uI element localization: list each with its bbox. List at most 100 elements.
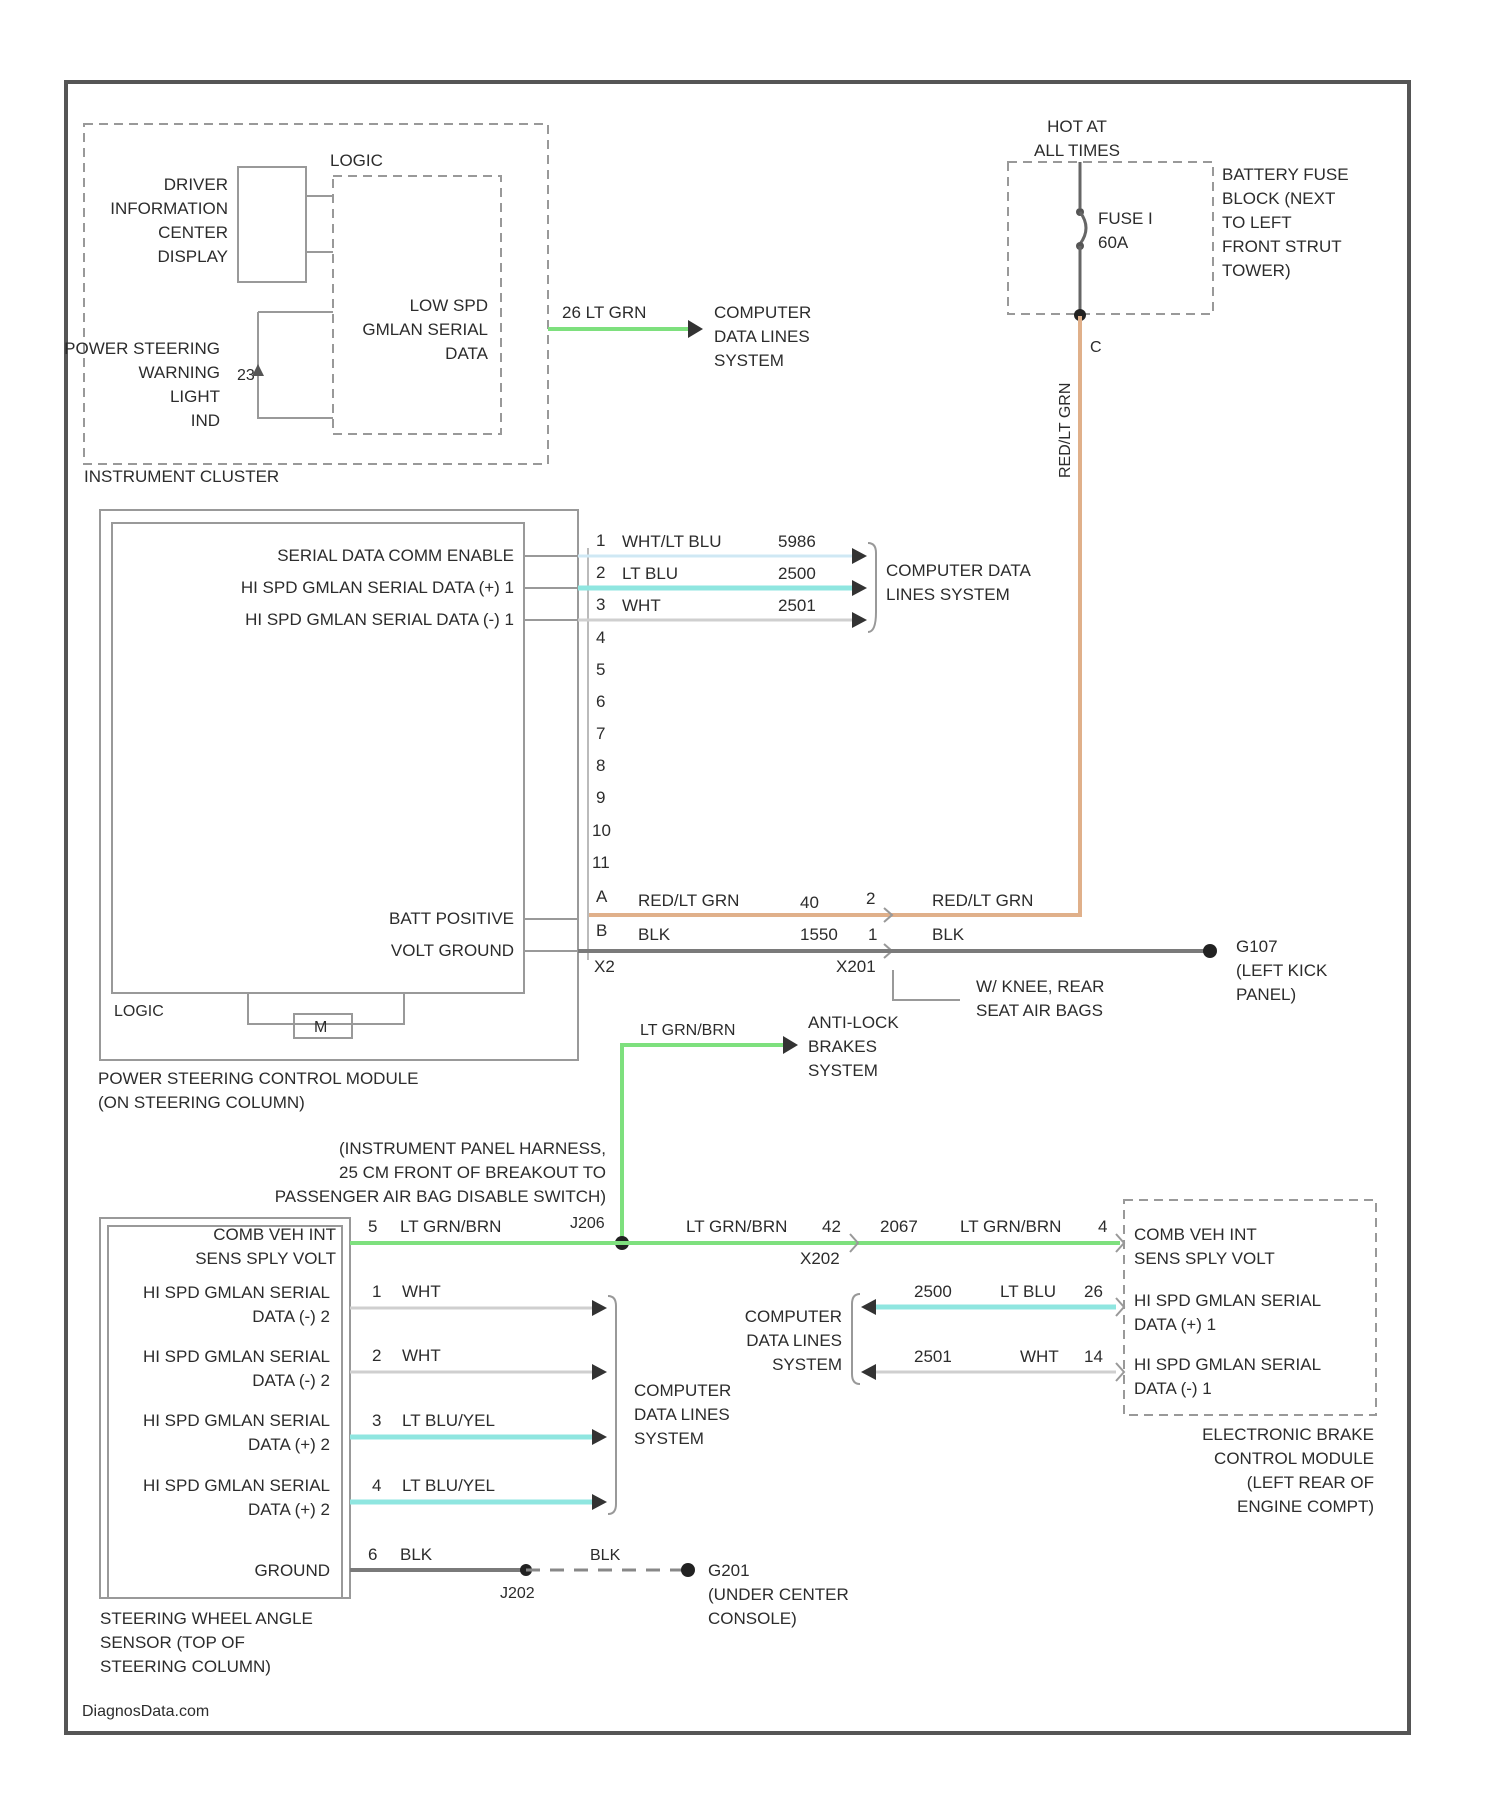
svg-text:BLOCK (NEXT: BLOCK (NEXT [1222, 189, 1335, 208]
svg-text:HI SPD GMLAN SERIAL: HI SPD GMLAN SERIAL [1134, 1355, 1321, 1374]
svg-text:1: 1 [596, 531, 605, 550]
svg-text:DATA (+) 2: DATA (+) 2 [248, 1500, 330, 1519]
svg-text:COMB VEH INT: COMB VEH INT [1134, 1225, 1257, 1244]
svg-text:COMPUTER: COMPUTER [745, 1307, 842, 1326]
ground-icon [681, 1563, 695, 1577]
svg-text:DATA (-) 2: DATA (-) 2 [252, 1307, 330, 1326]
svg-text:2500: 2500 [778, 564, 816, 583]
svg-text:RED/LT GRN: RED/LT GRN [932, 891, 1033, 910]
cluster-logic-label: LOGIC [330, 151, 383, 170]
svg-text:SENS SPLY VOLT: SENS SPLY VOLT [1134, 1249, 1275, 1268]
ebcm-dest-label: COMPUTER DATA LINES SYSTEM [745, 1307, 842, 1374]
svg-text:COMB VEH INT: COMB VEH INT [213, 1225, 336, 1244]
svg-text:HI SPD GMLAN SERIAL: HI SPD GMLAN SERIAL [143, 1476, 330, 1495]
svg-text:(ON STEERING COLUMN): (ON STEERING COLUMN) [98, 1093, 305, 1112]
svg-text:1: 1 [868, 925, 877, 944]
svg-text:HI SPD GMLAN SERIAL: HI SPD GMLAN SERIAL [143, 1283, 330, 1302]
dic-display-box [238, 167, 306, 282]
fuse-icon [1080, 212, 1086, 244]
svg-text:RED/LT GRN: RED/LT GRN [638, 891, 739, 910]
pscm-wire-labels: WHT/LT BLU 5986 LT BLU 2500 WHT 2501 [622, 532, 816, 615]
svg-text:42: 42 [822, 1217, 841, 1236]
bracket-icon [852, 1294, 860, 1384]
svg-text:10: 10 [592, 821, 611, 840]
arrow-icon [852, 612, 867, 628]
svg-text:DATA LINES: DATA LINES [634, 1405, 730, 1424]
svg-text:DATA (-) 1: DATA (-) 1 [1134, 1379, 1212, 1398]
svg-text:1: 1 [372, 1282, 381, 1301]
svg-text:26: 26 [1084, 1282, 1103, 1301]
instrument-cluster: LOGIC DRIVER INFORMATION CENTER DISPLAY … [64, 124, 811, 486]
svg-text:CONTROL MODULE: CONTROL MODULE [1214, 1449, 1374, 1468]
ground-wire-label: BLK [590, 1547, 621, 1564]
svg-text:SERIAL DATA COMM ENABLE: SERIAL DATA COMM ENABLE [277, 546, 514, 565]
svg-text:WHT: WHT [402, 1282, 441, 1301]
svg-text:PASSENGER AIR BAG DISABLE SWIT: PASSENGER AIR BAG DISABLE SWITCH) [275, 1187, 606, 1206]
arrow-icon [688, 320, 703, 338]
svg-text:2: 2 [596, 563, 605, 582]
svg-text:COMPUTER: COMPUTER [714, 303, 811, 322]
pscm-module-label: POWER STEERING CONTROL MODULE (ON STEERI… [98, 1069, 419, 1112]
svg-text:POWER STEERING CONTROL MODULE: POWER STEERING CONTROL MODULE [98, 1069, 419, 1088]
battery-fuse-block: HOT AT ALL TIMES FUSE I 60A BATTERY FUSE… [1008, 117, 1349, 478]
svg-text:FUSE I: FUSE I [1098, 209, 1153, 228]
svg-text:SEAT AIR BAGS: SEAT AIR BAGS [976, 1001, 1103, 1020]
svg-text:(LEFT REAR OF: (LEFT REAR OF [1247, 1473, 1374, 1492]
lt-grn-brn-wire [622, 1045, 783, 1243]
vert-wire-label: RED/LT GRN [1057, 383, 1074, 478]
svg-text:2500: 2500 [914, 1282, 952, 1301]
arrow-icon [592, 1494, 607, 1510]
fuse-block-location-label: BATTERY FUSE BLOCK (NEXT TO LEFT FRONT S… [1222, 165, 1349, 280]
g107-label: G107 (LEFT KICK PANEL) [1236, 937, 1328, 1004]
svg-text:PANEL): PANEL) [1236, 985, 1296, 1004]
ps-warning-label: POWER STEERING WARNING LIGHT IND [64, 339, 220, 430]
svg-text:W/ KNEE, REAR: W/ KNEE, REAR [976, 977, 1104, 996]
svg-text:7: 7 [596, 724, 605, 743]
svg-text:IND: IND [191, 411, 220, 430]
svg-text:4: 4 [372, 1476, 381, 1495]
svg-text:8: 8 [596, 756, 605, 775]
svg-text:SENS SPLY VOLT: SENS SPLY VOLT [195, 1249, 336, 1268]
svg-text:LT BLU: LT BLU [1000, 1282, 1056, 1301]
svg-text:DATA: DATA [445, 344, 488, 363]
svg-text:3: 3 [596, 595, 605, 614]
pscm-dest-label: COMPUTER DATA LINES SYSTEM [886, 561, 1031, 604]
svg-text:DATA (-) 2: DATA (-) 2 [252, 1371, 330, 1390]
svg-text:COMPUTER DATA: COMPUTER DATA [886, 561, 1031, 580]
pscm-pin-numbers: 1 2 3 4 5 6 7 8 9 10 11 A B X2 [592, 531, 615, 976]
arrow-icon [592, 1429, 607, 1445]
ebcm-signal-labels: COMB VEH INT SENS SPLY VOLT HI SPD GMLAN… [1134, 1225, 1321, 1398]
svg-text:LT BLU/YEL: LT BLU/YEL [402, 1476, 495, 1495]
electronic-brake-control-module: LT GRN/BRN 42 2067 X202 LT GRN/BRN 4 COM… [622, 1200, 1376, 1516]
svg-text:BLK: BLK [932, 925, 965, 944]
arrow-icon [783, 1036, 798, 1054]
svg-text:DRIVER: DRIVER [164, 175, 228, 194]
svg-text:5: 5 [368, 1217, 377, 1236]
svg-text:DATA LINES: DATA LINES [746, 1331, 842, 1350]
svg-text:X201: X201 [836, 957, 876, 976]
svg-text:ALL TIMES: ALL TIMES [1034, 141, 1120, 160]
abs-dest-label: ANTI-LOCK BRAKES SYSTEM [808, 1013, 899, 1080]
svg-text:X2: X2 [594, 957, 615, 976]
svg-text:5986: 5986 [778, 532, 816, 551]
svg-text:25 CM FRONT OF BREAKOUT TO: 25 CM FRONT OF BREAKOUT TO [339, 1163, 606, 1182]
hot-at-all-times-label: HOT AT ALL TIMES [1034, 117, 1120, 160]
pscm-power-wire-labels: RED/LT GRN 40 2 RED/LT GRN BLK 1550 1 BL… [638, 889, 1033, 976]
svg-text:WHT: WHT [622, 596, 661, 615]
svg-text:BLK: BLK [638, 925, 671, 944]
svg-text:HI SPD GMLAN SERIAL DATA (+) 1: HI SPD GMLAN SERIAL DATA (+) 1 [241, 578, 514, 597]
svg-text:BLK: BLK [400, 1545, 433, 1564]
knee-airbag-label: W/ KNEE, REAR SEAT AIR BAGS [976, 977, 1104, 1020]
svg-text:(UNDER CENTER: (UNDER CENTER [708, 1585, 849, 1604]
svg-text:G201: G201 [708, 1561, 750, 1580]
j202-label: J202 [500, 1585, 535, 1602]
j206-label: J206 [570, 1215, 605, 1232]
sas-module-label: STEERING WHEEL ANGLE SENSOR (TOP OF STEE… [100, 1609, 313, 1676]
svg-text:2067: 2067 [880, 1217, 918, 1236]
svg-text:60A: 60A [1098, 233, 1129, 252]
svg-text:X202: X202 [800, 1249, 840, 1268]
svg-text:POWER STEERING: POWER STEERING [64, 339, 220, 358]
svg-text:GROUND: GROUND [254, 1561, 330, 1580]
svg-text:SYSTEM: SYSTEM [634, 1429, 704, 1448]
svg-text:LT GRN/BRN: LT GRN/BRN [686, 1217, 787, 1236]
